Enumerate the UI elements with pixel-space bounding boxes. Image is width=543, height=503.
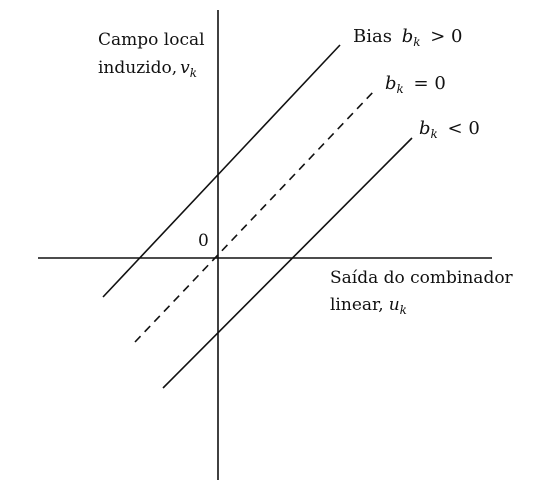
x-axis-label-second: linear,uk: [330, 295, 407, 317]
bias-symbol: b: [419, 118, 431, 139]
label-negative-bias: bk < 0: [419, 118, 480, 141]
origin-label: 0: [198, 233, 209, 250]
y-axis-label-line1: Campo local: [98, 30, 205, 50]
bias-subscript: k: [396, 82, 404, 96]
x-axis-label-line2: linear,: [330, 295, 384, 315]
bias-symbol: b: [385, 73, 397, 94]
bias-relation: > 0: [430, 26, 463, 47]
bias-subscript: k: [430, 127, 438, 141]
x-axis-label: Saída do combinador: [330, 270, 513, 287]
line-zero-bias: [134, 89, 376, 343]
bias-prefix: Bias: [353, 26, 392, 47]
y-axis-symbol: v: [180, 58, 190, 78]
x-axis-subscript: k: [399, 303, 407, 317]
x-axis-symbol: u: [388, 295, 400, 315]
y-axis-subscript: k: [189, 66, 198, 80]
y-axis-label-second: induzido,vk: [98, 58, 198, 80]
line-negative-bias: [162, 137, 413, 389]
y-axis-label-line2: induzido,: [98, 58, 178, 78]
bias-relation: = 0: [413, 73, 446, 94]
label-zero-bias: bk = 0: [385, 73, 446, 96]
bias-subscript: k: [413, 35, 421, 49]
line-positive-bias: [102, 44, 341, 298]
x-axis-label-line1: Saída do combinador: [330, 268, 513, 288]
bias-relation: < 0: [447, 118, 480, 139]
y-axis-label: Campo local: [98, 32, 205, 49]
bias-symbol: b: [401, 26, 414, 47]
origin-label-text: 0: [198, 231, 209, 251]
label-positive-bias: Bias bk > 0: [353, 26, 463, 49]
